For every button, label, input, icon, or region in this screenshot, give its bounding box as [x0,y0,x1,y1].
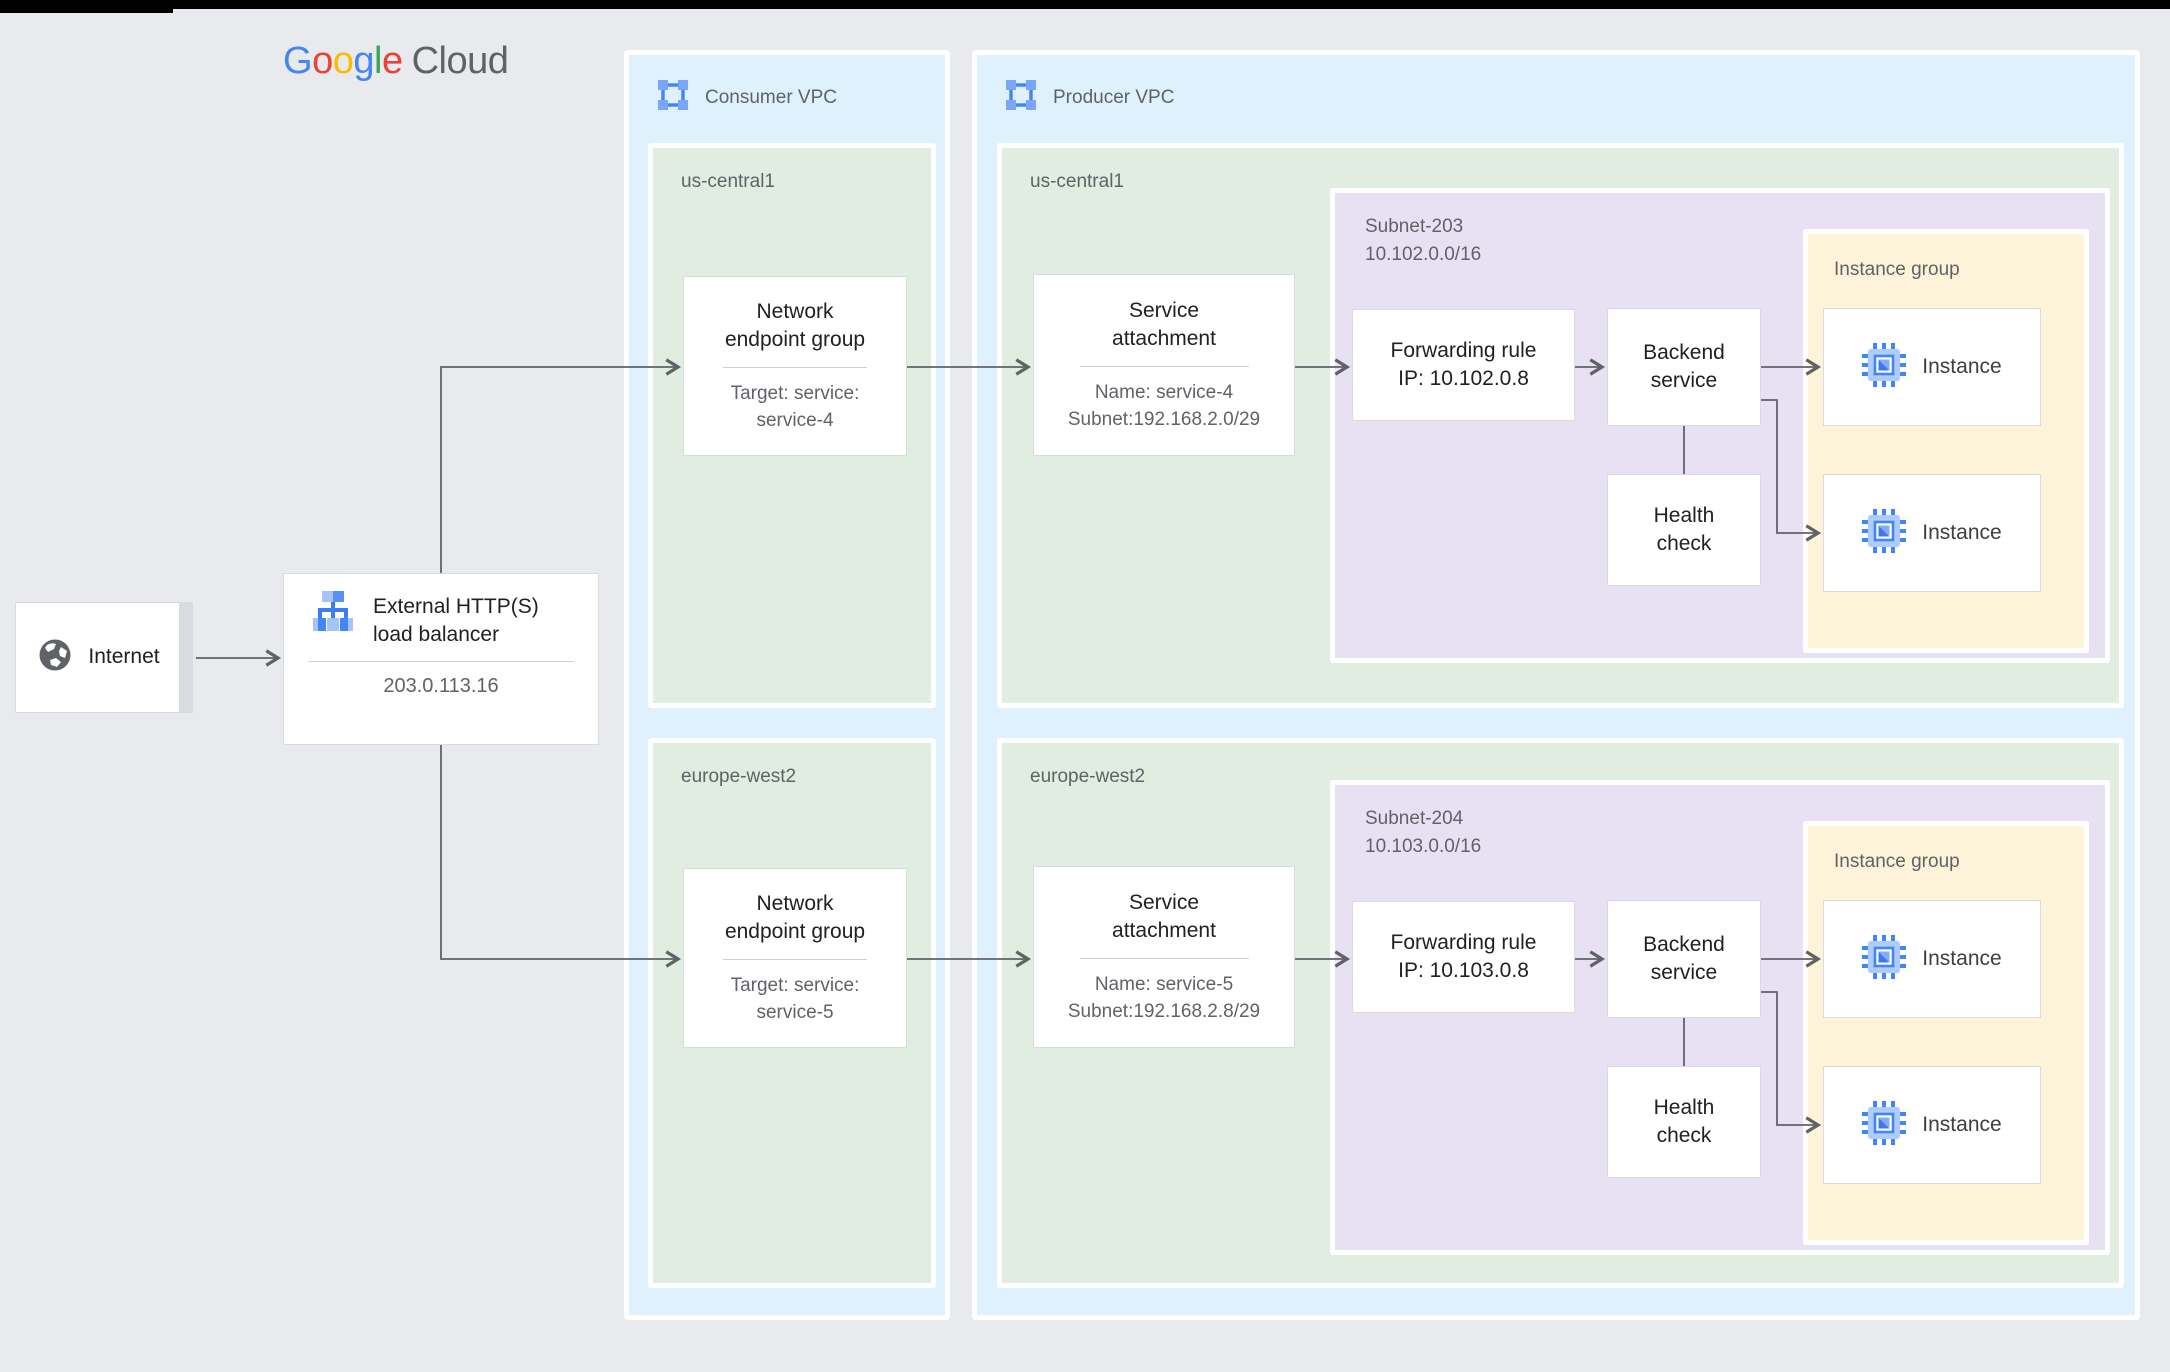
compute-instance-icon [1862,1100,1907,1150]
compute-instance-icon [1862,508,1907,558]
producer-vpc-header: Producer VPC [1003,77,1174,119]
load-balancer-box: External HTTP(S) load balancer 203.0.113… [283,573,599,745]
load-balancer-ip: 203.0.113.16 [383,674,499,697]
instance-label: Instance [1922,355,2002,378]
instance-box-2b: Instance [1823,1066,2041,1184]
instance-box-1a: Instance [1823,308,2041,426]
logo-letter: o [312,40,333,82]
top-left-black-bar [0,0,173,13]
instance-label: Instance [1922,947,2002,970]
service-attachment-title: Service attachment [1112,298,1216,350]
consumer-vpc-header: Consumer VPC [655,77,837,119]
backend-service-box-1: Backend service [1607,308,1761,426]
compute-instance-icon [1862,934,1907,984]
instance-box-2a: Instance [1823,900,2041,1018]
forwarding-rule-box-2: Forwarding rule IP: 10.103.0.8 [1352,901,1575,1013]
region-label: us-central1 [1030,171,1124,192]
health-check-box-2: Health check [1607,1066,1761,1178]
internet-box-shadow [180,602,193,713]
subnet-label: Subnet-204 10.103.0.0/16 [1365,808,1482,857]
consumer-vpc-container: Consumer VPC us-central1 europe-west2 [624,50,950,1320]
forwarding-rule-box-1: Forwarding rule IP: 10.102.0.8 [1352,309,1575,421]
backend-service-label: Backend service [1643,340,1725,392]
logo-cloud-text: Cloud [411,40,509,82]
region-label: us-central1 [681,171,775,192]
load-balancer-title: External HTTP(S) load balancer [373,595,539,647]
forwarding-rule-label: Forwarding rule IP: 10.102.0.8 [1390,338,1537,390]
consumer-vpc-label: Consumer VPC [705,87,837,108]
instance-label: Instance [1922,521,2002,544]
instance-group-label: Instance group [1834,851,1960,872]
health-check-box-1: Health check [1607,474,1761,586]
instance-label: Instance [1922,1113,2002,1136]
divider [722,367,868,369]
neg-title: Network endpoint group [724,891,866,943]
backend-service-label: Backend service [1643,932,1725,984]
load-balancer-icon [310,591,356,636]
vpc-icon [655,77,691,119]
neg-target: Target: service: service-5 [730,975,860,1023]
logo-letter: o [332,40,354,82]
backend-service-box-2: Backend service [1607,900,1761,1018]
instance-group-label: Instance group [1834,259,1960,280]
logo-letter: e [381,40,403,82]
logo-letter: l [373,40,382,82]
subnet-label: Subnet-203 10.102.0.0/16 [1365,216,1482,265]
instance-box-1b: Instance [1823,474,2041,592]
divider [1079,958,1249,960]
forwarding-rule-label: Forwarding rule IP: 10.103.0.8 [1390,930,1537,982]
logo-letter: G [283,40,313,82]
neg-target: Target: service: service-4 [730,383,860,431]
divider [722,959,868,961]
network-endpoint-group-box-1: Network endpoint group Target: service: … [683,276,907,456]
service-attachment-title: Service attachment [1112,890,1216,942]
region-label: europe-west2 [681,766,797,787]
region-label: europe-west2 [1030,766,1146,787]
internet-box: Internet [15,602,180,713]
top-black-bar [0,0,2170,9]
service-attachment-box-1: Service attachment Name: service-4 Subne… [1033,274,1295,456]
compute-instance-icon [1862,342,1907,392]
globe-icon [35,635,75,680]
service-attachment-details: Name: service-5 Subnet:192.168.2.8/29 [1067,974,1261,1022]
service-attachment-box-2: Service attachment Name: service-5 Subne… [1033,866,1295,1048]
logo-letter: g [353,40,374,82]
health-check-label: Health check [1653,1095,1715,1147]
divider [1079,366,1249,368]
neg-title: Network endpoint group [724,299,866,351]
internet-label: Internet [88,645,160,669]
service-attachment-details: Name: service-4 Subnet:192.168.2.0/29 [1067,382,1261,430]
health-check-label: Health check [1653,503,1715,555]
producer-vpc-label: Producer VPC [1053,87,1175,108]
divider [307,660,575,662]
vpc-icon [1003,77,1039,119]
network-endpoint-group-box-2: Network endpoint group Target: service: … [683,868,907,1048]
